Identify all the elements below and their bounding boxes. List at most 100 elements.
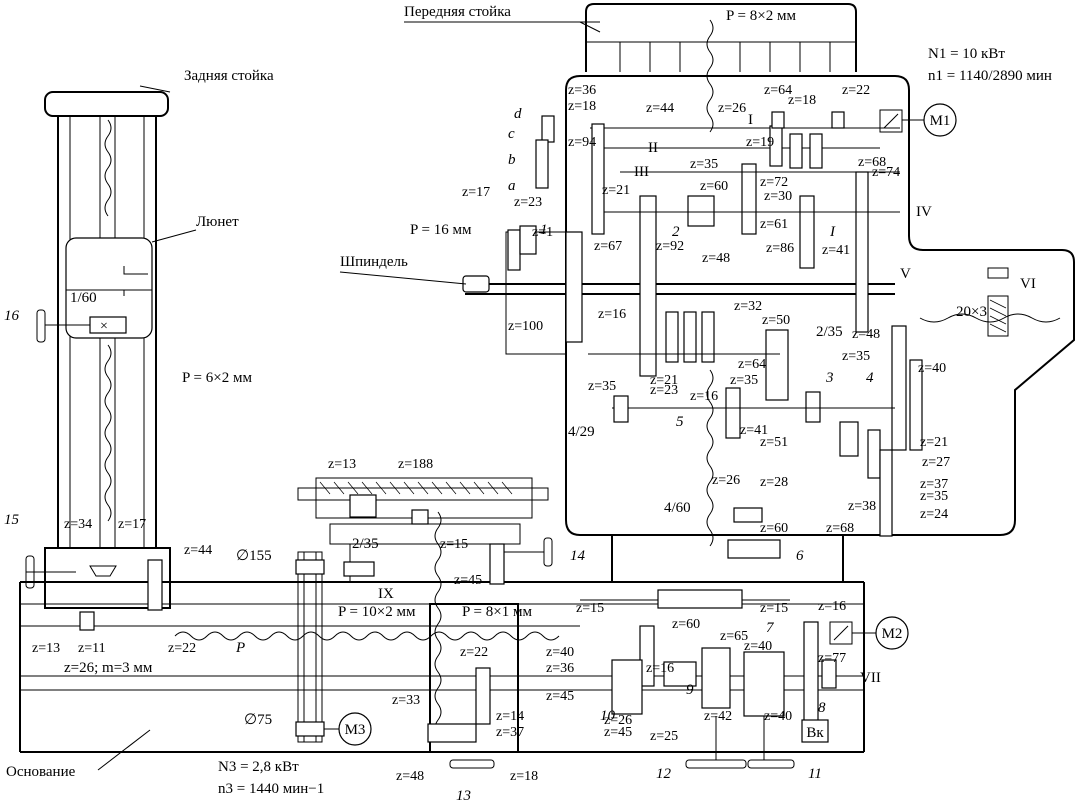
gear-tooth-label: z=13 [32, 641, 60, 656]
gear-tooth-label: z=45 [546, 689, 574, 704]
gear-tooth-label: z=65 [720, 629, 748, 644]
gear-tooth-label: z=34 [64, 517, 92, 532]
motor3-speed-label: n3 = 1440 мин−1 [218, 781, 324, 797]
gear-tooth-label: z=18 [568, 99, 596, 114]
gear-tooth-label: z=68 [826, 521, 854, 536]
shaft-iv-label: IV [916, 204, 932, 220]
shaft-v-label: V [900, 266, 911, 282]
gear-tooth-label: z=64 [738, 357, 766, 372]
letter-a-label: a [508, 178, 516, 194]
gear-tooth-label: z=28 [760, 475, 788, 490]
gear-tooth-label: z=35 [920, 489, 948, 504]
handle-number-label: 5 [676, 414, 684, 430]
gear-tooth-label: z=188 [398, 457, 433, 472]
gear-tooth-label: z=94 [568, 135, 596, 150]
shaft-vi-label: VI [1020, 276, 1036, 292]
gear-tooth-label: z=33 [392, 693, 420, 708]
shaft-ix-label: IX [378, 586, 394, 602]
gear-tooth-label: z=17 [462, 185, 490, 200]
gear-tooth-label: z=26 [604, 713, 632, 728]
gear-tooth-label: z=22 [460, 645, 488, 660]
gear-tooth-label: z=35 [690, 157, 718, 172]
handle-number-label: 4 [866, 370, 874, 386]
gear-tooth-label: z=27 [922, 455, 950, 470]
handle-number-label: 16 [4, 308, 20, 324]
gear-tooth-label: z=77 [818, 651, 846, 666]
labels-layer: Передняя стойка Задняя стойка Люнет Шпин… [6, 4, 1052, 797]
handle-number-label: 11 [808, 766, 822, 782]
motor3-power-label: N3 = 2,8 кВт [218, 759, 299, 775]
gear-tooth-label: z=35 [842, 349, 870, 364]
motor2-label: M2 [882, 626, 903, 642]
gear-tooth-label: z=23 [650, 383, 678, 398]
shaft-vii-label: VII [860, 670, 881, 686]
handle-number-label: 2 [672, 224, 680, 240]
shaft-i-italic-label: I [829, 224, 836, 240]
gear-tooth-label: z=64 [764, 83, 792, 98]
gear-tooth-label: z=15 [440, 537, 468, 552]
gear-tooth-label: z=21 [920, 435, 948, 450]
gear-tooth-label: z=22 [842, 83, 870, 98]
gear-tooth-label: z=100 [508, 319, 543, 334]
handle-number-label: 10 [600, 708, 616, 724]
gear-tooth-label: z=36 [568, 83, 596, 98]
motor1-power-label: N1 = 10 кВт [928, 46, 1005, 62]
gear-tooth-label: z=44 [184, 543, 212, 558]
gear-tooth-label: z=21 [650, 373, 678, 388]
gear-tooth-label: z=22 [168, 641, 196, 656]
gear-tooth-label: z=74 [872, 165, 900, 180]
switch-label: Вк [806, 725, 824, 741]
handle-number-label: 1 [540, 222, 548, 238]
gear-tooth-label: z=23 [514, 195, 542, 210]
steady-rest-label: Люнет [196, 214, 239, 230]
shaft-ii-label: II [648, 140, 658, 156]
gear-tooth-label: z=92 [656, 239, 684, 254]
gear-tooth-label: z=1 [532, 225, 553, 240]
pitch-6x2-label: P = 6×2 мм [182, 370, 252, 386]
gear-tooth-label: z=18 [510, 769, 538, 784]
gear-tooth-label: z=11 [78, 641, 106, 656]
rear-column-label: Задняя стойка [184, 68, 274, 84]
base-label: Основание [6, 764, 76, 780]
handle-number-label: 15 [4, 512, 20, 528]
handle-number-label: 9 [686, 682, 694, 698]
gear-tooth-label: z=45 [454, 573, 482, 588]
gear-tooth-label: z=67 [594, 239, 622, 254]
spindle-label: Шпиндель [340, 254, 408, 270]
diam155-label: ∅155 [236, 548, 272, 564]
gear-tooth-label: z=26 [712, 473, 740, 488]
shaft-i-label: I [748, 112, 753, 128]
gear-tooth-label: z=48 [852, 327, 880, 342]
front-column-label: Передняя стойка [404, 4, 511, 20]
ratio-4-29-label: 4/29 [568, 424, 595, 440]
motor1-label: M1 [930, 113, 951, 129]
gear-tooth-label: z=41 [822, 243, 850, 258]
gear-tooth-label: z=37 [496, 725, 524, 740]
handle-number-label: 3 [825, 370, 834, 386]
gear-tooth-label: z=35 [588, 379, 616, 394]
gear-tooth-label: z=68 [858, 155, 886, 170]
gear-tooth-label: z=35 [730, 373, 758, 388]
gear-tooth-label: z=48 [396, 769, 424, 784]
gear-tooth-label: z=36 [546, 661, 574, 676]
gear-tooth-label: z=25 [650, 729, 678, 744]
gear-tooth-label: z=32 [734, 299, 762, 314]
gear-tooth-label: z=60 [700, 179, 728, 194]
gear-tooth-label: z=26 [718, 101, 746, 116]
shaft-iii-label: III [634, 164, 649, 180]
handle-number-label: 7 [766, 620, 775, 636]
handle-number-label: 13 [456, 788, 471, 804]
gear-tooth-label: z=51 [760, 435, 788, 450]
gear-tooth-label: z=18 [788, 93, 816, 108]
gear-tooth-label: z=60 [760, 521, 788, 536]
letter-d-label: d [514, 106, 522, 122]
gear-tooth-label: z=60 [672, 617, 700, 632]
gear-tooth-label: z=16 [646, 661, 674, 676]
gear-tooth-label: z=38 [848, 499, 876, 514]
pitch-main-label: P = 8×2 мм [726, 8, 796, 24]
gear-tooth-label: z=37 [920, 477, 948, 492]
handle-number-label: 6 [796, 548, 804, 564]
